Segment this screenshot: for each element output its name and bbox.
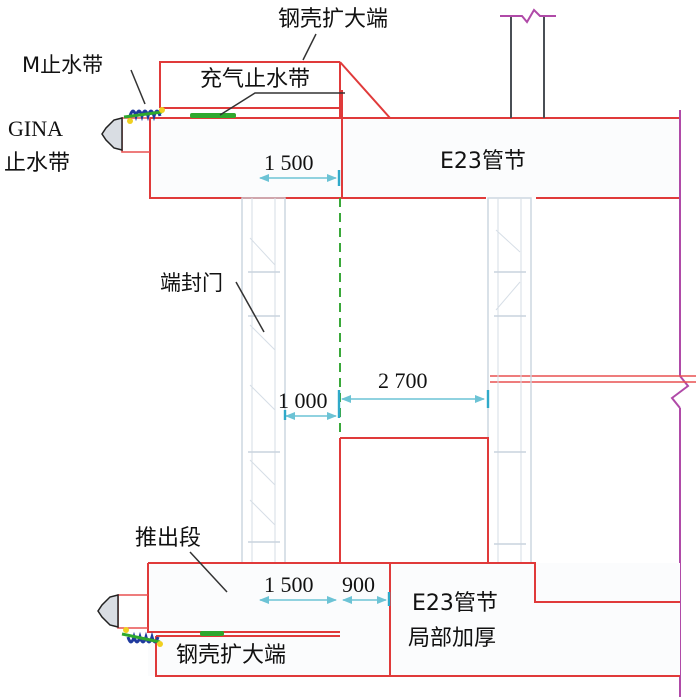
label-push-out-section: 推出段 — [135, 526, 201, 551]
m-waterstop-top — [123, 107, 165, 124]
dim-label-1000: 1 000 — [278, 388, 328, 413]
label-gina-line1: GINA — [8, 116, 63, 141]
label-local-thickening-2: 局部加厚 — [408, 626, 496, 651]
label-m-waterstop: M止水带 — [22, 53, 103, 77]
leader-inflatable-waterstop — [219, 92, 345, 116]
label-tube-segment: E23管节 — [440, 149, 526, 174]
dim-1000 — [283, 390, 341, 420]
label-gina-line2: 止水带 — [4, 151, 70, 176]
top-posts — [500, 8, 556, 118]
top-slab — [149, 90, 680, 199]
label-local-thickening-1: E23管节 — [412, 591, 498, 616]
leader-end-door — [235, 281, 265, 333]
dim-bottom-900 — [342, 592, 391, 606]
dim-top-1500 — [259, 170, 341, 186]
dim-2700 — [341, 390, 490, 408]
end-door-left — [241, 197, 286, 564]
label-inflatable-waterstop: 充气止水带 — [200, 67, 310, 92]
bottom-slab — [117, 562, 680, 677]
dim-label-top-1500: 1 500 — [264, 150, 314, 175]
label-end-door: 端封门 — [160, 271, 223, 295]
dim-label-2700: 2 700 — [378, 368, 428, 393]
dim-label-900: 900 — [342, 572, 375, 597]
gina-seal-bottom — [97, 594, 119, 628]
gina-seal-top — [101, 117, 123, 151]
inflatable-waterstop-bottom — [200, 631, 224, 636]
inflatable-waterstop-top — [190, 113, 236, 118]
label-steel-shell-bottom: 钢壳扩大端 — [176, 643, 286, 668]
end-door-right — [487, 197, 532, 564]
leader-m-waterstop — [130, 69, 146, 105]
label-steel-shell-top: 钢壳扩大端 — [278, 7, 388, 32]
leader-steel-shell-top — [302, 33, 317, 61]
leader-push-out-section — [189, 551, 228, 593]
m-waterstop-bottom — [121, 627, 163, 647]
dim-label-bottom-1500: 1 500 — [264, 572, 314, 597]
